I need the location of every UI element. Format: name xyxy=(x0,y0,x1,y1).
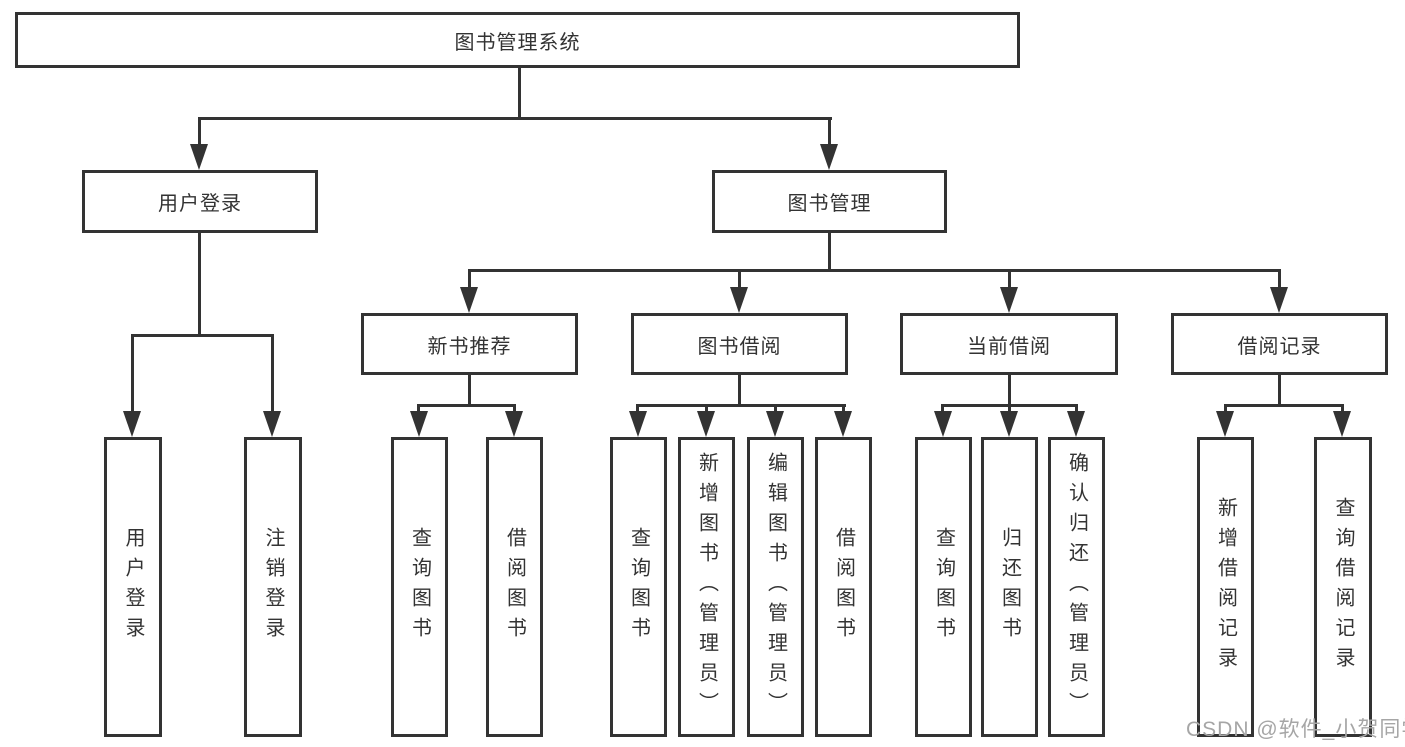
connector-line xyxy=(417,404,516,407)
connector-line xyxy=(271,334,274,414)
connector-line xyxy=(468,269,1281,272)
connector-line xyxy=(636,404,639,417)
connector-line xyxy=(198,117,832,120)
leaf-query-borrow-record: 查询借阅记录 xyxy=(1314,437,1372,737)
arrow-down-icon xyxy=(730,287,748,313)
connector-line xyxy=(1008,375,1011,406)
connector-line xyxy=(738,269,741,291)
connector-line xyxy=(198,233,201,336)
connector-line xyxy=(417,404,420,417)
connector-line xyxy=(518,68,521,120)
arrow-down-icon xyxy=(410,411,428,437)
connector-line xyxy=(131,334,274,337)
arrow-down-icon xyxy=(1333,411,1351,437)
connector-line xyxy=(198,117,201,149)
arrow-down-icon xyxy=(263,411,281,437)
arrow-down-icon xyxy=(934,411,952,437)
leaf-edit-book-admin: 编辑图书（管理员） xyxy=(747,437,804,737)
leaf-return-book: 归还图书 xyxy=(981,437,1038,737)
arrow-down-icon xyxy=(697,411,715,437)
leaf-confirm-return-admin: 确认归还（管理员） xyxy=(1048,437,1105,737)
connector-line xyxy=(705,404,708,417)
leaf-borrow-book-recommend: 借阅图书 xyxy=(486,437,543,737)
node-current-borrow: 当前借阅 xyxy=(900,313,1118,375)
arrow-down-icon xyxy=(629,411,647,437)
node-borrow-record: 借阅记录 xyxy=(1171,313,1388,375)
connector-line xyxy=(941,404,944,417)
arrow-down-icon xyxy=(505,411,523,437)
arrow-down-icon xyxy=(123,411,141,437)
leaf-add-borrow-record: 新增借阅记录 xyxy=(1197,437,1254,737)
arrow-down-icon xyxy=(834,411,852,437)
connector-line xyxy=(468,375,471,406)
arrow-down-icon xyxy=(1270,287,1288,313)
connector-line xyxy=(774,404,777,417)
node-user-login: 用户登录 xyxy=(82,170,318,233)
arrow-down-icon xyxy=(766,411,784,437)
connector-line xyxy=(842,404,845,417)
node-root: 图书管理系统 xyxy=(15,12,1020,68)
connector-line xyxy=(1224,404,1344,407)
connector-line xyxy=(1278,375,1281,406)
connector-line xyxy=(1075,404,1078,417)
arrow-down-icon xyxy=(1000,287,1018,313)
arrow-down-icon xyxy=(190,144,208,170)
leaf-user-login: 用户登录 xyxy=(104,437,162,737)
node-book-borrow: 图书借阅 xyxy=(631,313,848,375)
leaf-add-book-admin: 新增图书（管理员） xyxy=(678,437,735,737)
connector-line xyxy=(828,117,831,149)
leaf-logout: 注销登录 xyxy=(244,437,302,737)
leaf-borrow-book: 借阅图书 xyxy=(815,437,872,737)
leaf-query-book-borrow: 查询图书 xyxy=(610,437,667,737)
node-new-book-recommend: 新书推荐 xyxy=(361,313,578,375)
connector-line xyxy=(1341,404,1344,417)
leaf-query-book-recommend: 查询图书 xyxy=(391,437,448,737)
arrow-down-icon xyxy=(1216,411,1234,437)
arrow-down-icon xyxy=(1067,411,1085,437)
connector-line xyxy=(131,334,134,414)
connector-line xyxy=(1008,269,1011,291)
arrow-down-icon xyxy=(1000,411,1018,437)
csdn-watermark: CSDN @软件_小贺同学 xyxy=(1186,718,1405,741)
leaf-query-book-current: 查询图书 xyxy=(915,437,972,737)
connector-line xyxy=(1008,404,1011,417)
connector-line xyxy=(513,404,516,417)
arrow-down-icon xyxy=(820,144,838,170)
connector-line xyxy=(468,269,471,291)
connector-line xyxy=(828,233,831,272)
connector-line xyxy=(636,404,846,407)
connector-line xyxy=(738,375,741,406)
node-book-management: 图书管理 xyxy=(712,170,947,233)
connector-line xyxy=(1224,404,1227,417)
connector-line xyxy=(1278,269,1281,291)
arrow-down-icon xyxy=(460,287,478,313)
